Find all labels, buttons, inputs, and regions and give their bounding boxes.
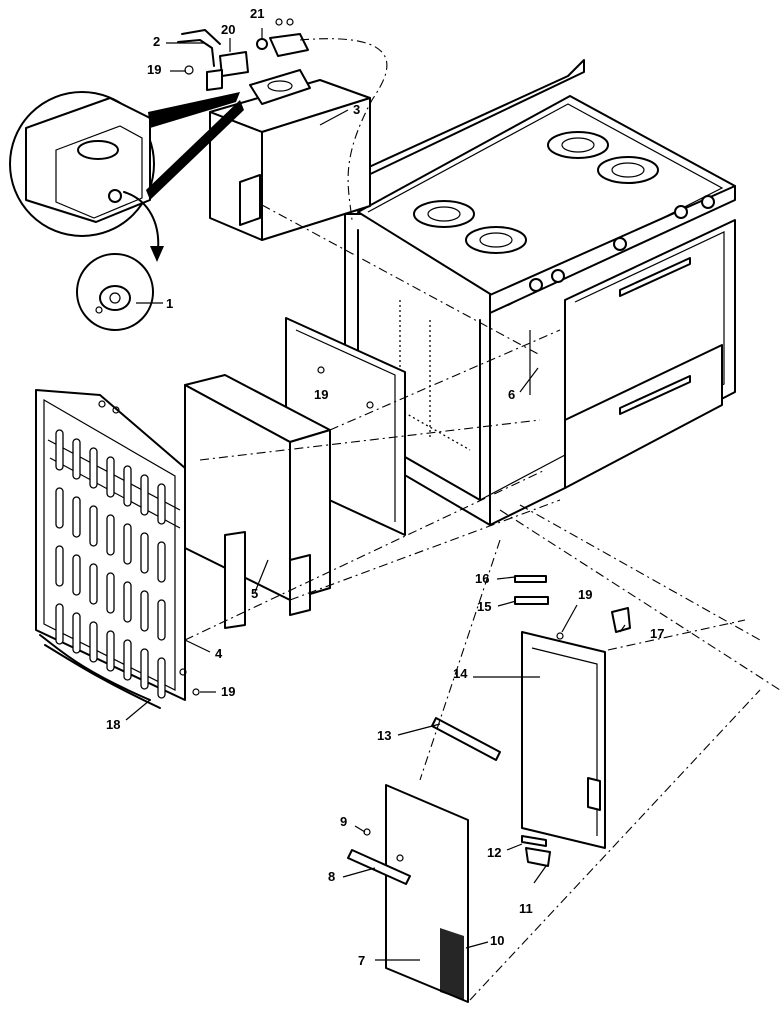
callout-4: 4 <box>215 646 223 661</box>
callout-9: 9 <box>340 814 348 829</box>
vent-slot <box>55 603 64 645</box>
callout-8: 8 <box>328 869 336 884</box>
callout-17: 17 <box>650 626 665 641</box>
vent-slot <box>106 456 115 498</box>
vent-slot <box>157 657 166 699</box>
vent-slot <box>72 554 81 596</box>
callout-19-top: 19 <box>147 62 162 77</box>
callout-5: 5 <box>251 586 259 601</box>
vent-slot <box>72 438 81 480</box>
vent-slot <box>140 532 149 574</box>
vent-slot <box>106 572 115 614</box>
vent-slot <box>157 599 166 641</box>
control-box <box>209 69 371 241</box>
vent-slot <box>157 541 166 583</box>
side-panel-parts <box>514 575 631 849</box>
vent-slot <box>106 514 115 556</box>
callout-2: 2 <box>153 34 161 49</box>
callout-12: 12 <box>487 845 502 860</box>
vent-slot <box>89 563 98 605</box>
callout-10: 10 <box>490 933 505 948</box>
vent-slot <box>72 612 81 654</box>
leader-lines <box>125 28 626 961</box>
vent-slot <box>89 621 98 663</box>
vent-slot <box>89 505 98 547</box>
vent-slot <box>157 483 166 525</box>
terminal-block-hardware <box>177 18 388 221</box>
vent-slot <box>55 429 64 471</box>
callout-7: 7 <box>358 953 366 968</box>
callout-3: 3 <box>353 102 361 117</box>
vent-slot <box>106 630 115 672</box>
callout-19-left: 19 <box>221 684 236 699</box>
louvered-panel <box>35 389 200 709</box>
vent-slot <box>140 590 149 632</box>
vent-slot <box>55 487 64 529</box>
detail-magnifier <box>9 91 244 331</box>
callout-18: 18 <box>106 717 121 732</box>
vent-slot <box>55 545 64 587</box>
callout-20: 20 <box>221 22 236 37</box>
callout-6: 6 <box>508 387 516 402</box>
callout-19-right: 19 <box>578 587 593 602</box>
door-panel-parts <box>347 717 551 1003</box>
vent-slot <box>123 465 132 507</box>
callout-13: 13 <box>377 728 392 743</box>
vent-slot <box>123 581 132 623</box>
callout-14: 14 <box>453 666 468 681</box>
center-housing <box>184 374 331 629</box>
vent-slot <box>72 496 81 538</box>
callout-15: 15 <box>477 599 492 614</box>
callout-21: 21 <box>250 6 265 21</box>
vent-slot <box>140 648 149 690</box>
vent-slot <box>89 447 98 489</box>
callout-16: 16 <box>475 571 490 586</box>
callout-1: 1 <box>166 296 174 311</box>
vent-slot <box>123 523 132 565</box>
callout-11: 11 <box>519 901 533 916</box>
range-cabinet <box>344 59 736 526</box>
vent-slot <box>123 639 132 681</box>
assembly-lines <box>184 204 781 1001</box>
vent-slots <box>55 429 166 699</box>
callout-19-rear: 19 <box>314 387 329 402</box>
vent-slot <box>140 474 149 516</box>
